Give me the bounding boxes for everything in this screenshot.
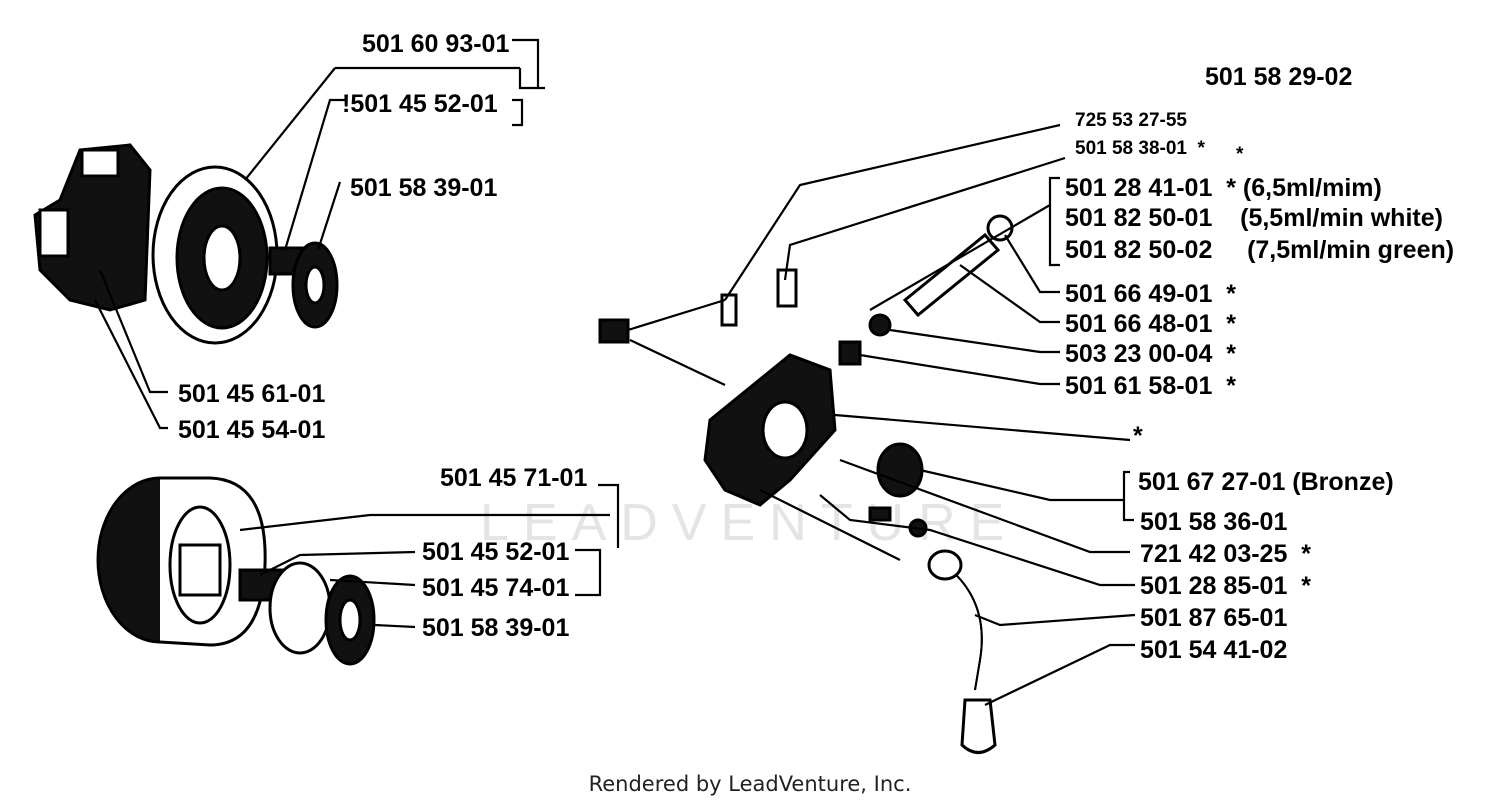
part-number: 501 45 74-01 bbox=[422, 574, 569, 602]
leader bbox=[329, 578, 416, 587]
part-number: 721 42 03-25 * bbox=[1140, 540, 1311, 568]
clutch-spring bbox=[38, 208, 70, 258]
part-number: 501 66 49-01 * bbox=[1065, 280, 1236, 308]
screw bbox=[598, 318, 630, 344]
washer bbox=[268, 561, 332, 655]
leader bbox=[1122, 470, 1134, 522]
leader bbox=[759, 489, 901, 561]
seal bbox=[868, 506, 892, 522]
leader bbox=[575, 548, 602, 597]
part-number: 501 28 41-01 * (6,5ml/mim) bbox=[1065, 174, 1382, 202]
leader bbox=[283, 98, 345, 251]
clutch-assembly-top bbox=[33, 143, 339, 345]
rim-sprocket-hole bbox=[304, 265, 326, 305]
part-number: 501 45 71-01 bbox=[440, 464, 587, 492]
leader bbox=[374, 623, 416, 629]
leader bbox=[627, 298, 726, 332]
clutch-drum-hub bbox=[202, 224, 242, 292]
leader bbox=[869, 204, 1051, 311]
drum-hub bbox=[178, 543, 222, 597]
o-ring bbox=[868, 313, 892, 337]
part-number: 501 45 61-01 bbox=[178, 380, 325, 408]
oil-pump-assembly bbox=[598, 214, 1014, 754]
oil-filter bbox=[960, 698, 997, 754]
spring bbox=[838, 340, 862, 366]
leader bbox=[1048, 176, 1060, 267]
asterisk: * bbox=[1133, 422, 1143, 450]
plug bbox=[776, 268, 798, 308]
footer-credit: Rendered by LeadVenture, Inc. bbox=[588, 772, 912, 796]
leader bbox=[512, 98, 524, 127]
clutch-shoe bbox=[80, 148, 120, 178]
part-number: 501 45 52-01 bbox=[422, 538, 569, 566]
part-number: 501 45 54-01 bbox=[178, 416, 325, 444]
part-number: 501 60 93-01 bbox=[362, 30, 509, 58]
leader bbox=[819, 494, 1135, 587]
leader bbox=[598, 483, 620, 548]
part-number: 501 58 39-01 bbox=[422, 614, 569, 642]
clutch-body bbox=[33, 143, 152, 312]
leader bbox=[984, 643, 1135, 706]
part-number: 501 28 85-01 * bbox=[1140, 572, 1311, 600]
leader bbox=[974, 613, 1136, 627]
part-number: 501 67 27-01 (Bronze) bbox=[1138, 468, 1394, 496]
asterisk: * bbox=[1236, 144, 1244, 165]
leader bbox=[98, 269, 168, 394]
leader bbox=[512, 38, 545, 90]
leader bbox=[783, 156, 1066, 281]
leader bbox=[239, 513, 610, 532]
part-number: 501 61 58-01 * bbox=[1065, 372, 1236, 400]
part-number: !501 45 52-01 bbox=[342, 90, 498, 118]
part-number: 503 23 00-04 * bbox=[1065, 340, 1236, 368]
adjuster-pin bbox=[902, 232, 1001, 318]
leader bbox=[919, 468, 1124, 502]
pump-bore bbox=[761, 400, 809, 460]
oil-hose-inner bbox=[944, 564, 983, 691]
leader bbox=[834, 413, 1131, 442]
part-number: 501 58 39-01 bbox=[350, 174, 497, 202]
part-number: 501 87 65-01 bbox=[1140, 604, 1287, 632]
part-number: 501 58 38-01 * bbox=[1075, 138, 1206, 159]
leader bbox=[1004, 234, 1060, 294]
leader bbox=[859, 353, 1060, 386]
hose-fitting bbox=[927, 549, 963, 581]
part-number: 501 82 50-02 (7,5ml/min green) bbox=[1065, 236, 1454, 264]
leader bbox=[259, 550, 416, 576]
part-number: 501 58 36-01 bbox=[1140, 508, 1287, 536]
leader bbox=[94, 299, 168, 430]
leader bbox=[889, 328, 1060, 354]
part-number: 501 82 50-01 (5,5ml/min white) bbox=[1065, 204, 1443, 232]
leader bbox=[316, 181, 342, 251]
part-number: 501 66 48-01 * bbox=[1065, 310, 1236, 338]
part-number: 501 54 41-02 bbox=[1140, 636, 1287, 664]
leader bbox=[724, 123, 1061, 301]
clutch-drum-assembly-bottom bbox=[96, 476, 376, 666]
leader bbox=[959, 264, 1060, 324]
leader bbox=[629, 339, 726, 386]
leader bbox=[244, 67, 336, 181]
leader bbox=[518, 68, 538, 90]
part-number: 725 53 27-55 bbox=[1075, 110, 1187, 131]
kit-number: 501 58 29-02 bbox=[1205, 63, 1352, 91]
sprocket-bottom-hole bbox=[338, 598, 362, 642]
leader bbox=[839, 458, 1130, 554]
